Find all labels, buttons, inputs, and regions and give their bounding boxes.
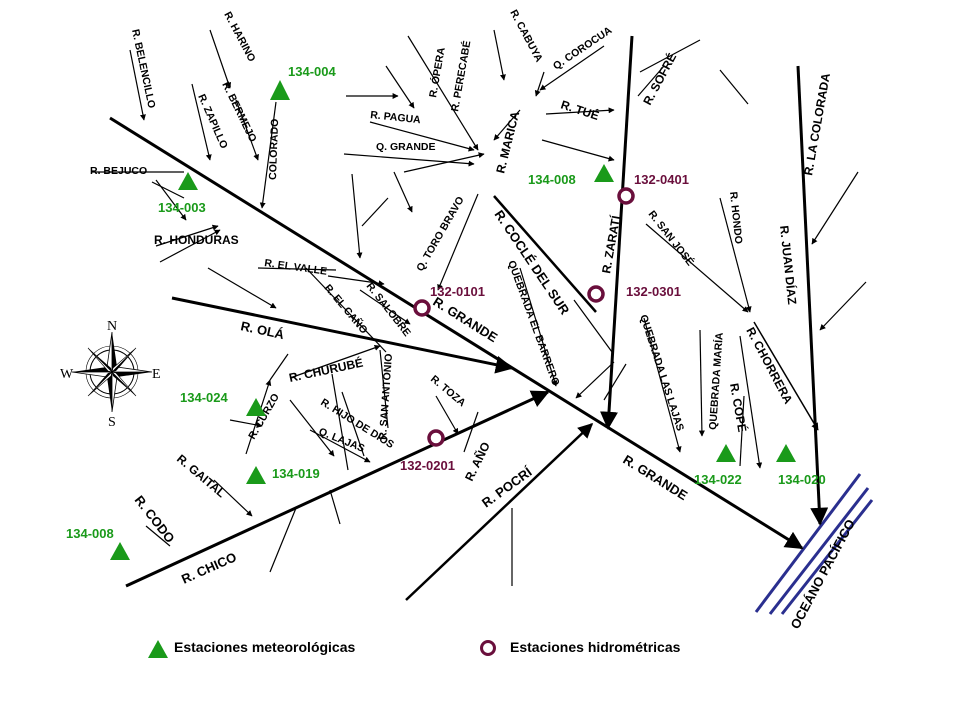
main-rivers [109,35,829,601]
label-torobravo: Q. TORO BRAVO [414,195,466,274]
met-label: 134-022 [694,472,742,487]
hyd-station-marker [587,285,605,303]
hyd-station-marker [427,429,445,447]
label-toza: R. TOZA [428,373,468,409]
hyd-station-labels: 132-0401 132-0101 132-0301 132-0201 [400,172,689,473]
label-juandiaz: R. JUAN DÍAZ [777,225,800,305]
tributaries [92,29,867,586]
hyd-label: 132-0101 [430,284,485,299]
met-stations [110,80,796,560]
rio-pocri-line [405,422,594,601]
label-tue: R. TUÉ [559,97,601,123]
hyd-label: 132-0401 [634,172,689,187]
label-honduras: R. HONDURAS [154,233,239,247]
met-label: 134-008 [528,172,576,187]
rio-cocle-line [493,195,597,313]
hyd-label: 132-0201 [400,458,455,473]
met-label: 134-020 [778,472,826,487]
met-label: 134-024 [180,390,228,405]
met-label: 134-004 [288,64,336,79]
label-opera: R. ÓPERA [426,46,448,99]
rio-chorrera-line [753,321,819,431]
label-chico: R. CHICO [179,549,239,586]
rio-zarati-line [600,35,634,430]
legend-hyd-icon [480,640,496,656]
label-cabuya: R. CABUYA [507,8,545,65]
met-station-labels: 134-004 134-003 134-008 134-024 134-019 … [66,64,826,541]
compass-rose-icon: N S E W [60,319,161,430]
compass-e: E [152,367,161,382]
label-oceano: OCEÁNO PACÍFICO [787,517,857,632]
legend-met-icon [148,640,168,658]
label-chorrera: R. CHORRERA [743,325,795,407]
label-hondo: R. HONDO [727,191,744,244]
label-lajas-q: QUEBRADA LAS LAJAS [637,313,686,432]
label-sanantonio: R. SAN ANTONIO [377,353,395,440]
met-station-marker [270,80,290,100]
met-station-marker [246,466,266,484]
met-station-marker [776,444,796,462]
label-sofre: R. SOFRÉ [639,50,679,107]
met-label: 134-019 [272,466,320,481]
rio-juan-diaz-line [796,65,829,526]
label-codo: R. CODO [132,493,178,546]
label-churube: R. CHURUBÉ [288,355,365,385]
label-perecabe: R. PERECABÉ [448,40,473,113]
label-harino: R. HARINO [221,10,257,64]
label-gaital: R. GAITAL [174,452,228,501]
compass-n: N [107,319,117,334]
met-station-marker [594,164,614,182]
met-label: 134-008 [66,526,114,541]
hyd-stations [413,187,635,447]
label-colorado: COLORADO [267,118,281,180]
met-station-marker [246,398,266,416]
met-label: 134-003 [158,200,206,215]
label-sanjose: R. SAN JOSÉ [646,208,697,268]
hyd-station-marker [617,187,635,205]
label-elvalle: R. EL VALLE [264,257,328,278]
river-labels: R. BELENCILLO R. HARINO R. BERMEJO R. ZA… [90,8,858,632]
legend-hyd-label: Estaciones hidrométricas [510,639,681,655]
label-elcano: R. EL CAÑO [322,282,371,337]
legend-met-label: Estaciones meteorológicas [174,639,356,655]
compass-w: W [60,367,74,382]
rio-ola-line [171,296,514,374]
label-qgrande: Q. GRANDE [376,141,436,153]
label-bejuco: R. BEJUCO [90,165,147,177]
rio-chico-line [125,390,550,588]
label-ola: R. OLÁ [239,318,286,342]
label-corocua: Q. COROCUA [551,24,615,72]
label-cope: R. COPÉ [727,382,750,433]
ocean-coastline [754,473,874,615]
met-station-marker [178,172,198,190]
label-grande-lower: R. GRANDE [620,452,690,504]
rio-grande-line [109,116,804,550]
compass-s: S [108,415,116,430]
label-marica: R. MARICA [493,110,522,175]
label-lacolorada: R. LA COLORADA [801,72,833,177]
label-pagua: R. PAGUA [370,109,422,126]
met-station-marker [716,444,736,462]
legend: Estaciones meteorológicas Estaciones hid… [148,639,681,658]
met-station-marker [110,542,130,560]
hyd-label: 132-0301 [626,284,681,299]
hyd-station-marker [413,299,431,317]
label-qmaria: QUEBRADA MARÍA [706,332,726,431]
